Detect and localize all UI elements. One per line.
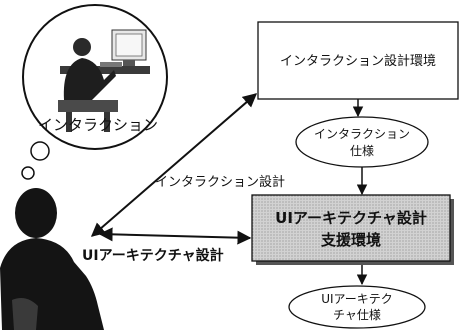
interaction-design-label: インタラクション設計 — [155, 174, 285, 190]
arrow-ui-arch-design — [98, 227, 252, 245]
ui-arch-design-label: UIアーキテクチャ設計 — [82, 247, 224, 264]
bubble-label: インタラクション — [38, 116, 158, 134]
ui-arch-spec-line1: UIアーキテク — [321, 292, 393, 306]
ui-arch-spec-ellipse — [288, 285, 426, 329]
person-icon — [0, 188, 104, 330]
computer-user-icon — [58, 29, 150, 132]
interaction-env-box — [257, 21, 459, 100]
interaction-spec-ellipse — [295, 116, 429, 168]
ui-arch-env-line2: 支援環境 — [320, 231, 381, 249]
interaction-spec-line1: インタラクション — [314, 127, 410, 141]
ui-arch-spec-line2: チャ仕様 — [333, 308, 381, 322]
interaction-spec-line2: 仕様 — [350, 144, 374, 158]
ui-arch-env-line1: UIアーキテクチャ設計 — [275, 209, 427, 227]
interaction-env-label: インタラクション設計環境 — [280, 53, 436, 69]
ui-arch-env-box — [251, 194, 451, 262]
arrow-interaction-design — [90, 93, 258, 237]
